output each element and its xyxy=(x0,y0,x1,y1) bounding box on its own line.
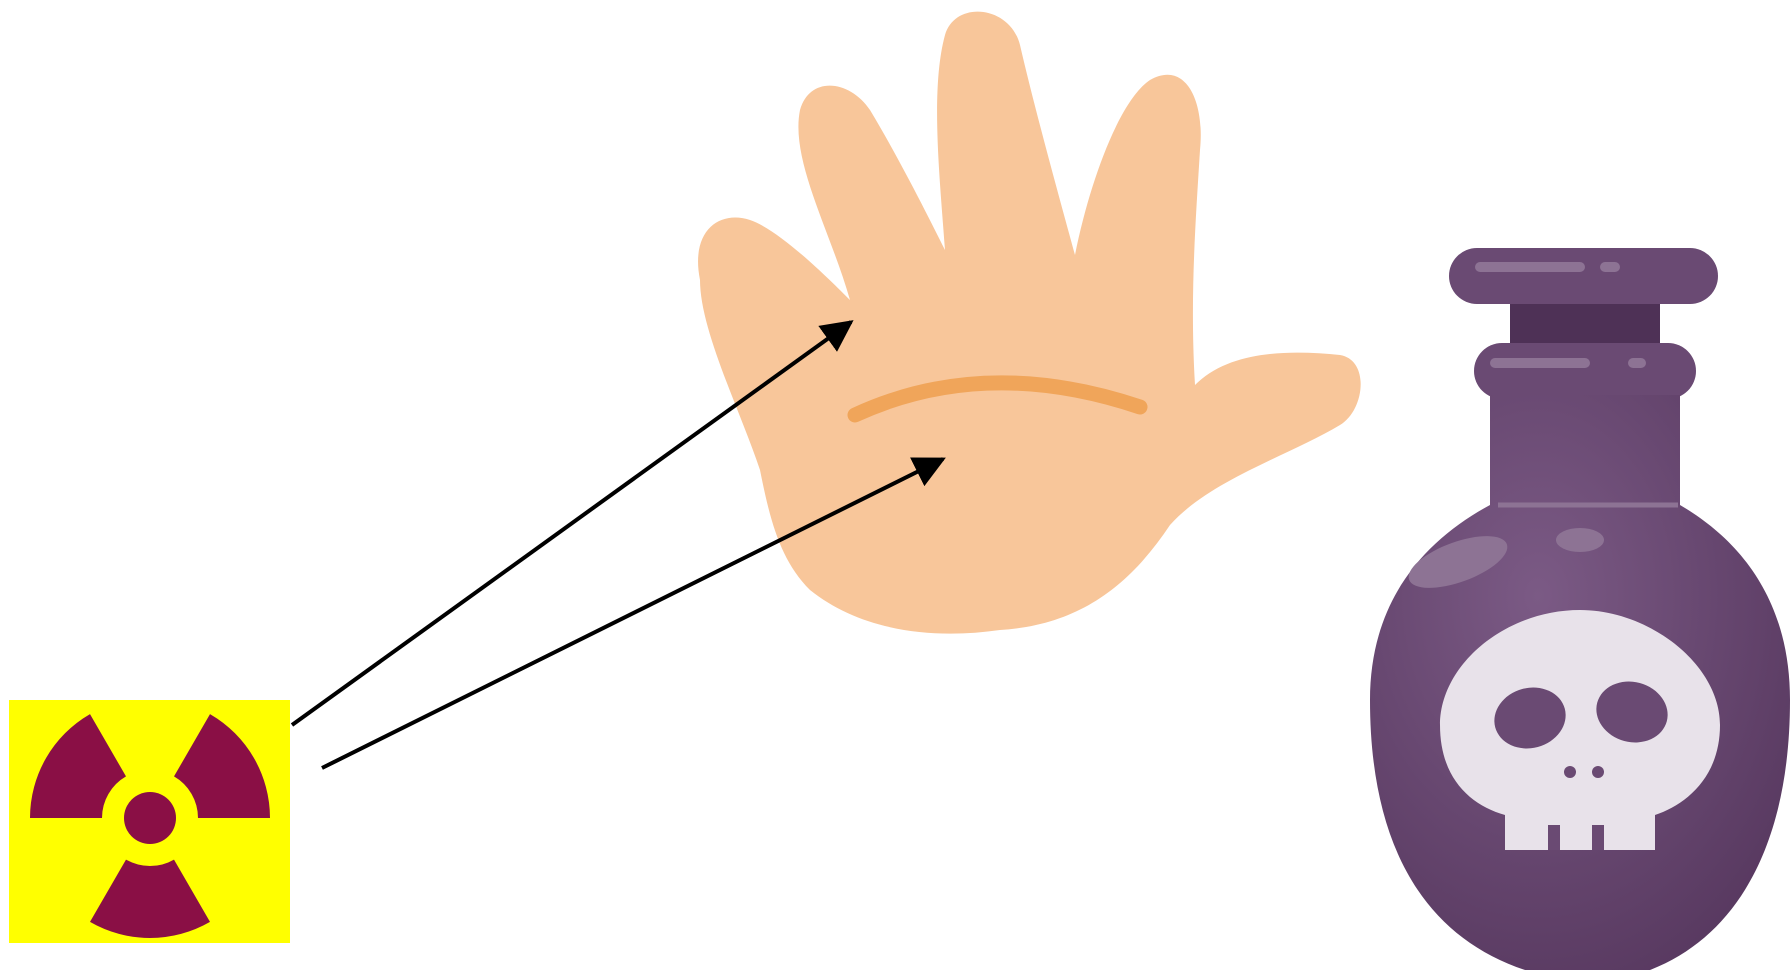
arrow-upper xyxy=(292,322,851,725)
open-hand-palm-icon xyxy=(698,12,1361,634)
radiation-trefoil-icon xyxy=(9,700,290,943)
bottle-lip xyxy=(1449,248,1718,304)
bottle-collar xyxy=(1474,343,1696,399)
skull-poison-bottle-icon xyxy=(1370,248,1790,970)
hand-shape xyxy=(698,12,1361,634)
